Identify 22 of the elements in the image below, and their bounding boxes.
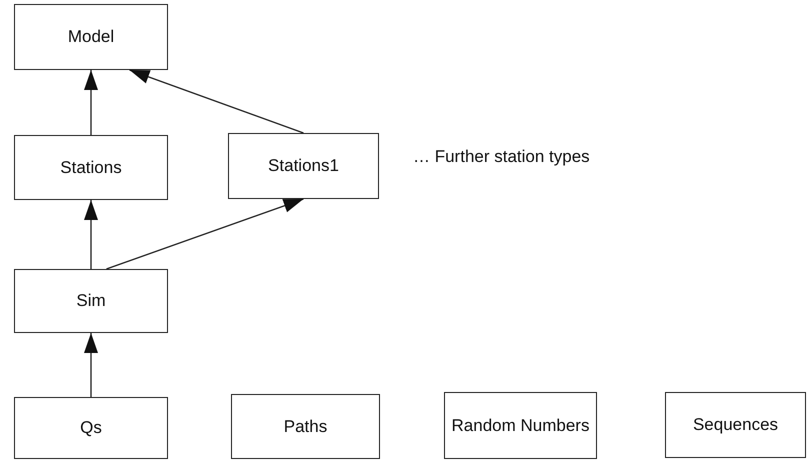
- box-label: Random Numbers: [452, 416, 590, 436]
- arrow: [129, 69, 304, 134]
- class-box: [228, 133, 379, 199]
- box-label: Model: [68, 27, 114, 47]
- class-box: [444, 392, 597, 459]
- box-label: Paths: [284, 416, 328, 436]
- class-box: [665, 392, 806, 458]
- class-box: [231, 394, 380, 459]
- class-box: [14, 269, 168, 333]
- box-label: Sim: [76, 291, 106, 311]
- class-box: [14, 4, 168, 70]
- box-label: Sequences: [692, 415, 778, 435]
- class-box: [14, 135, 168, 200]
- arrow: [84, 333, 98, 397]
- note-text: … Further station types: [413, 147, 590, 167]
- arrow: [106, 198, 304, 270]
- box-label: Stations1: [268, 156, 339, 176]
- arrow: [84, 200, 98, 269]
- arrow: [84, 70, 98, 135]
- box-label: Stations: [60, 158, 122, 178]
- box-label: Qs: [80, 418, 102, 438]
- class-box: [14, 397, 168, 459]
